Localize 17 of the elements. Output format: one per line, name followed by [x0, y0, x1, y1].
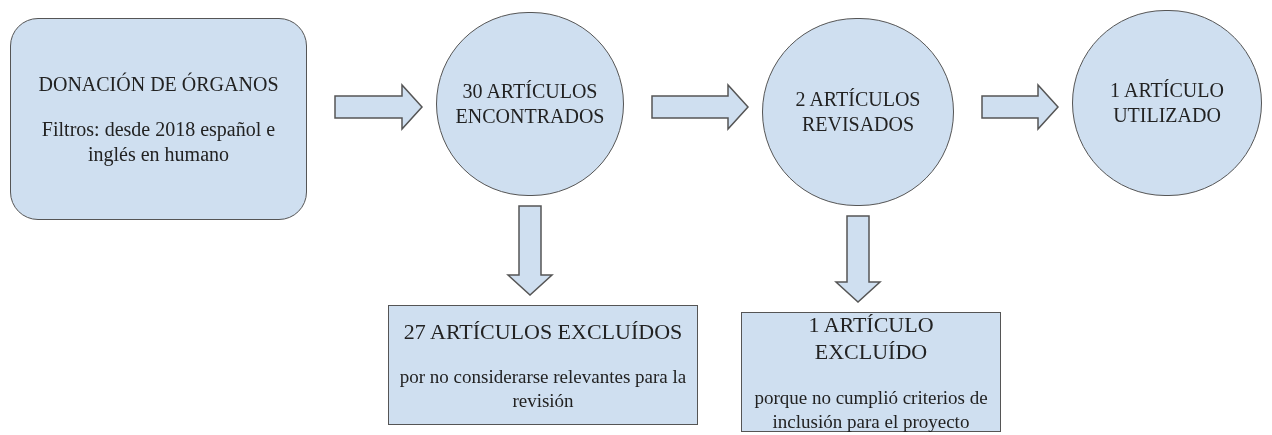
process-box — [10, 18, 307, 220]
node-title: 30 ARTÍCULOS ENCONTRADOS — [455, 79, 605, 129]
node-text: Filtros: desde 2018 español e inglés en humano — [40, 116, 277, 167]
process-box — [388, 305, 698, 425]
node-title: 27 ARTÍCULOS EXCLUÍDOS — [403, 317, 683, 345]
block-arrow — [506, 205, 554, 296]
node-title: 2 ARTÍCULOS REVISADOS — [794, 87, 922, 137]
block-arrow — [834, 215, 882, 303]
node-title: 1 ARTÍCULO EXCLUÍDO — [807, 310, 935, 366]
node-title: 1 ARTÍCULO UTILIZADO — [1109, 78, 1225, 128]
node-text: porque no cumplió criterios de inclusión para el proyecto — [753, 385, 989, 434]
block-arrow — [334, 83, 423, 131]
node-text: por no considerarse relevantes para la revisión — [398, 365, 688, 413]
block-arrow — [651, 83, 749, 131]
node-title: DONACIÓN DE ÓRGANOS — [38, 71, 279, 97]
process-box — [741, 312, 1001, 432]
block-arrow — [981, 83, 1059, 131]
